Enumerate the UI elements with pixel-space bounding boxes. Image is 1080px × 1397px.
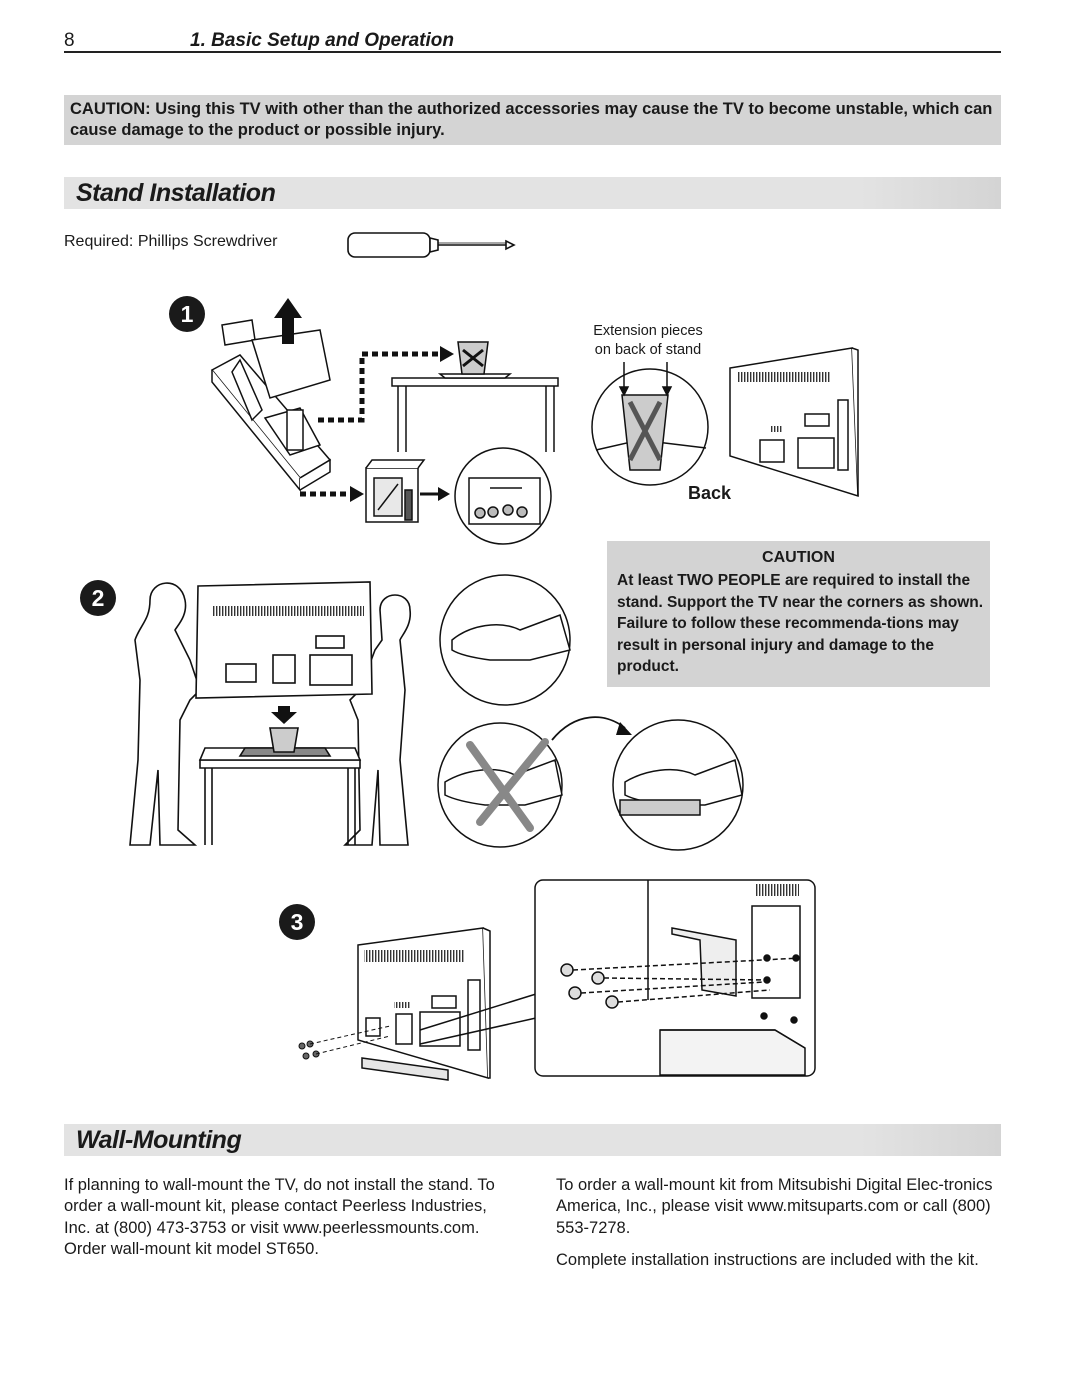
step-3-number: 3 (291, 909, 304, 935)
caution-banner-text: CAUTION: Using this TV with other than t… (70, 100, 993, 139)
caution-banner (64, 95, 1001, 145)
back-label: Back (688, 483, 732, 503)
wall-mount-right-paragraph-1: To order a wall-mount kit from Mitsubish… (556, 1176, 993, 1237)
wall-mount-right-paragraph-2: Complete installation instructions are i… (556, 1251, 979, 1269)
hand-grip-correct-illustration (439, 574, 571, 706)
screws-bag-illustration (454, 447, 552, 545)
callout-line-1: Extension pieces (593, 323, 703, 339)
two-people-lifting-tv-illustration (129, 581, 412, 846)
callout-line-2: on back of stand (594, 342, 702, 358)
stand-screw-detail-illustration (534, 879, 816, 1077)
packaging-box-illustration (210, 319, 332, 493)
caution-box-body: At least TWO PEOPLE are required to inst… (617, 572, 984, 675)
extension-pieces-illustration (591, 362, 709, 486)
tv-stand-attach-illustration (357, 927, 537, 1081)
required-tool-text: Required: Phillips Screwdriver (64, 233, 278, 250)
extension-pieces-callout: Extension pieces on back of stand (578, 322, 718, 360)
stand-installation-title: Stand Installation (76, 179, 276, 207)
parts-box-illustration (365, 459, 426, 523)
incorrect-x-icon (466, 738, 549, 832)
wall-mounting-title: Wall-Mounting (76, 1126, 242, 1154)
step-1-badge: 1 (169, 296, 205, 332)
dotted-path-arrows (300, 351, 440, 497)
arrow-head-icon (350, 486, 364, 502)
wall-mount-left-paragraph: If planning to wall-mount the TV, do not… (64, 1176, 495, 1258)
lift-up-arrow-icon (274, 298, 302, 344)
screwdriver-icon (347, 232, 516, 258)
caution-box-title: CAUTION (762, 549, 835, 566)
step-2-number: 2 (92, 585, 105, 611)
tv-back-illustration (729, 347, 859, 498)
step-2-badge: 2 (80, 580, 116, 616)
screw-path-dashes (309, 1025, 391, 1055)
caution-box (607, 541, 990, 687)
hand-grip-correct-2-illustration (612, 719, 744, 851)
curved-arrow-icon (551, 716, 626, 741)
header-rule (64, 51, 1001, 53)
down-arrow-icon (271, 706, 297, 724)
stand-installation-heading-bar (64, 177, 1001, 209)
screws-illustration (298, 1040, 320, 1060)
step-3-badge: 3 (279, 904, 315, 940)
running-section-title: 1. Basic Setup and Operation (190, 30, 454, 51)
table-with-stand-illustration (391, 341, 559, 452)
wall-mounting-heading-bar (64, 1124, 1001, 1156)
page-number: 8 (64, 30, 75, 51)
arrow-head-icon (440, 346, 454, 362)
step-1-number: 1 (181, 301, 194, 327)
